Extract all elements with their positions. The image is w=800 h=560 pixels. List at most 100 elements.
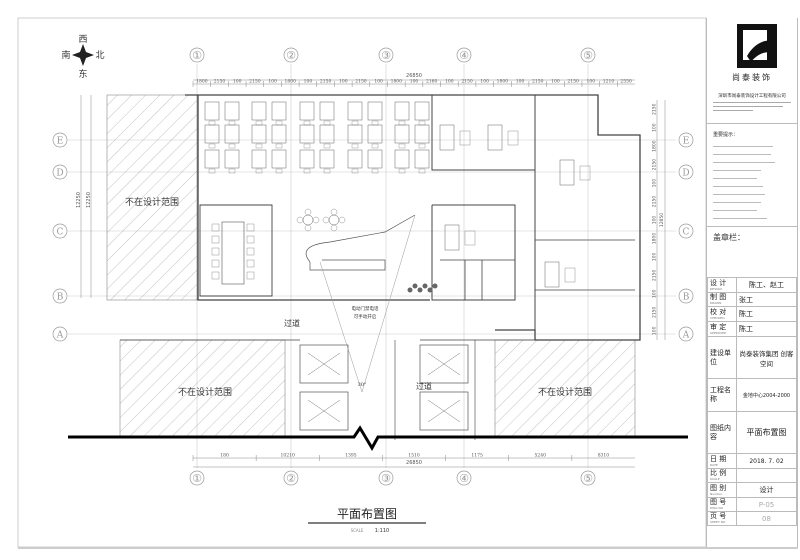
plant: [412, 283, 418, 289]
chair: [303, 168, 311, 174]
workstation-desk: [367, 101, 383, 121]
dimension-value: 1510: [408, 453, 420, 459]
dimension-value: 2150: [567, 79, 579, 85]
axis-label-row: B: [57, 293, 64, 303]
approver-label: 审 定: [710, 322, 727, 331]
dimension-value: 100: [410, 79, 419, 85]
axis-label-column: ③: [381, 472, 391, 485]
checker-value: 陈工: [736, 306, 797, 322]
out-of-scope-label-left: 不在设计范围: [125, 196, 179, 208]
dimension-total: 12850: [659, 213, 665, 227]
dimension-value: 100: [652, 216, 658, 225]
wall: [185, 94, 641, 341]
chair: [208, 143, 216, 149]
dimension-value: 5240: [535, 453, 547, 459]
camera-angle: 30°: [358, 382, 367, 388]
workstation-desk: [414, 124, 430, 144]
axis-bubble-row: [52, 326, 68, 342]
dimension-value: 100: [587, 79, 596, 85]
axis-bubble-row: [52, 288, 68, 304]
category-value: 设计: [736, 482, 797, 498]
dimension-value: 2150: [249, 79, 261, 85]
axis-bubble-row: [52, 164, 68, 180]
note-line: [713, 210, 757, 211]
workstation-desk: [204, 101, 220, 121]
workstation-desk: [394, 149, 410, 169]
elevator: [299, 344, 349, 384]
compass-rose: 西 南 北 东: [61, 34, 104, 80]
dimension-total: 26850: [406, 460, 422, 466]
workstation-desk: [347, 124, 363, 144]
chair: [211, 259, 220, 268]
chair: [255, 168, 263, 174]
camera-view-cone: [319, 214, 416, 393]
wall: [394, 340, 476, 440]
axis-bubble-column: [580, 47, 596, 63]
dimension-value: 1800: [652, 233, 658, 245]
axis-bubble-row: [678, 164, 694, 180]
chair: [255, 143, 263, 149]
chair: [208, 120, 216, 126]
drafter-value: 张工: [736, 292, 797, 307]
dimension-value: 1175: [471, 453, 483, 459]
chair: [246, 235, 255, 244]
workstation-desk: [204, 149, 220, 169]
chair: [398, 120, 406, 126]
dimension-value: 1800: [497, 79, 509, 85]
notes-heading: 重要提示：: [713, 132, 739, 138]
out-of-scope-label-lower-right: 不在设计范围: [538, 386, 592, 398]
compass-star-icon: [72, 44, 94, 66]
dimension-value: 1800: [391, 79, 403, 85]
chair: [371, 143, 379, 149]
axis-bubble-column: [189, 470, 205, 486]
axis-label-column: ②: [286, 472, 296, 485]
content-label: 图纸内容: [707, 411, 737, 454]
dimension-value: 1800: [196, 79, 208, 85]
chair: [303, 143, 311, 149]
dimension-value: 2150: [652, 159, 658, 171]
axis-label-column: ①: [192, 472, 202, 485]
axis-bubble-column: [456, 47, 472, 63]
axis-label-row: C: [57, 228, 64, 238]
plant: [432, 283, 438, 289]
dimension-value: 100: [480, 79, 489, 85]
dimension-value: 2150: [320, 79, 332, 85]
scale-label: SCALE: [351, 528, 364, 533]
chair: [351, 143, 359, 149]
elevator-cross: [307, 399, 341, 423]
note-line: [713, 162, 775, 163]
chair: [228, 168, 236, 174]
note-line: [713, 218, 767, 219]
checker-label: 校 对: [710, 307, 727, 316]
content-value: 平面布置图: [736, 411, 797, 454]
dimension-value: 100: [233, 79, 242, 85]
page-number-label: 页 号: [710, 512, 727, 520]
wall: [440, 239, 635, 300]
note-line: [713, 146, 773, 147]
chair: [211, 247, 220, 256]
workstation-desk: [319, 149, 335, 169]
axis-label-row: D: [56, 169, 63, 179]
chair: [255, 120, 263, 126]
axis-bubble-column: [378, 470, 394, 486]
dimension-value: 180: [220, 453, 229, 459]
chair: [303, 120, 311, 126]
dimension-value: 2150: [532, 79, 544, 85]
dimension-value: 2150: [214, 79, 226, 85]
dimension-value: 1210: [603, 79, 615, 85]
office-desk: [487, 124, 503, 151]
plant: [422, 283, 428, 289]
chair: [351, 120, 359, 126]
axis-bubble-column: [456, 470, 472, 486]
chair: [208, 168, 216, 174]
axis-label-column: ⑤: [583, 49, 593, 62]
axis-label-column: ④: [459, 49, 469, 62]
axis-label-row: D: [682, 169, 689, 179]
workstation-desk: [394, 101, 410, 121]
break-line: [68, 425, 688, 452]
dimension-value: 100: [339, 79, 348, 85]
axis-bubble-row: [678, 223, 694, 239]
